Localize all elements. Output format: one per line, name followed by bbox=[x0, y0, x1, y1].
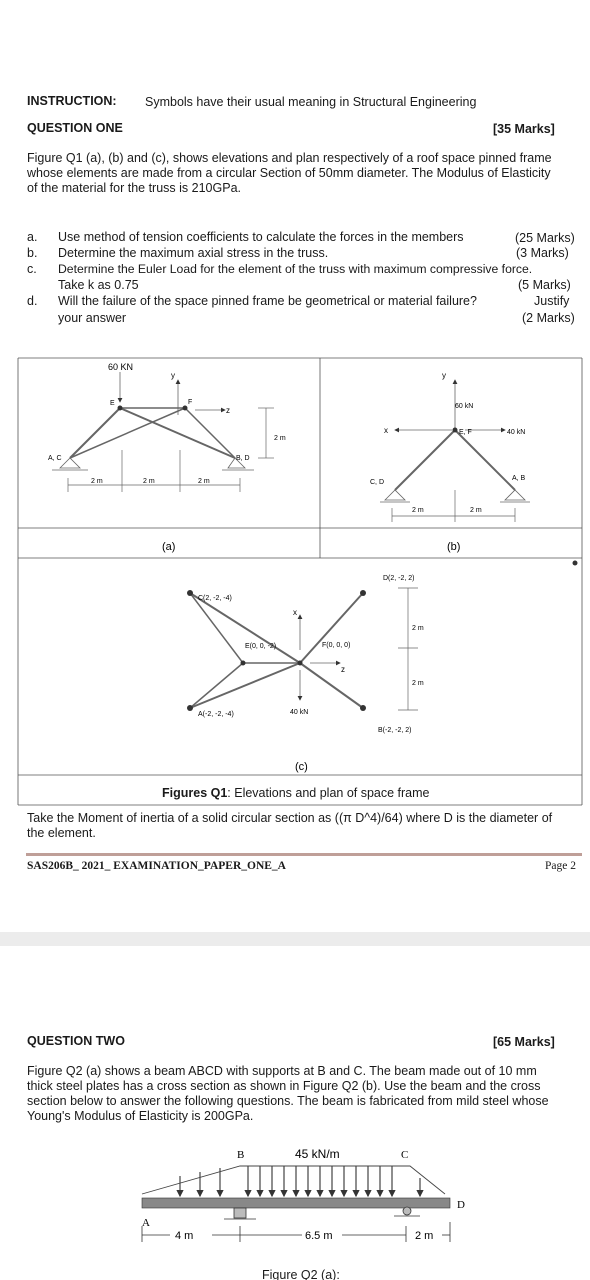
item-c-text: Determine the Euler Load for the element… bbox=[58, 262, 533, 276]
fig-c-c: C(2, -2, -4) bbox=[198, 595, 232, 602]
figure-a bbox=[52, 372, 274, 492]
fig-a-bd: B, D bbox=[236, 455, 250, 462]
fig-a-load: 60 KN bbox=[108, 362, 133, 372]
page-gap bbox=[0, 932, 590, 946]
fig-b-ef: E, F bbox=[459, 429, 472, 436]
fig-c-dim2: 2 m bbox=[412, 680, 424, 687]
fig-b-caption: (b) bbox=[447, 541, 460, 553]
fig-b-y: y bbox=[442, 371, 446, 380]
beam-label-c: C bbox=[401, 1149, 408, 1161]
fig-b-dim2: 2 m bbox=[470, 507, 482, 514]
fig-b-cd: C, D bbox=[370, 479, 384, 486]
item-b-letter: b. bbox=[27, 246, 38, 260]
beam-label-b: B bbox=[237, 1149, 244, 1161]
fig-c-b: B(-2, -2, 2) bbox=[378, 727, 411, 734]
beam-label-d: D bbox=[457, 1199, 465, 1211]
item-c-letter: c. bbox=[27, 262, 37, 276]
figures-q1-caption: Figures Q1: Elevations and plan of space… bbox=[162, 786, 430, 800]
beam-dim-6-5m: 6.5 m bbox=[305, 1230, 333, 1242]
item-a-letter: a. bbox=[27, 230, 38, 244]
figure-q2a-caption: Figure Q2 (a): bbox=[262, 1268, 340, 1280]
item-a-text: Use method of tension coefficients to ca… bbox=[58, 230, 464, 244]
footer-rule bbox=[26, 853, 582, 856]
question-one-title: QUESTION ONE bbox=[27, 121, 123, 135]
footer-page-number: Page 2 bbox=[545, 860, 576, 872]
item-c-text2: Take k as 0.75 bbox=[58, 278, 139, 292]
figure-b bbox=[380, 379, 530, 522]
question-two-marks: [65 Marks] bbox=[493, 1035, 555, 1049]
fig-a-dim1: 2 m bbox=[91, 478, 103, 485]
question-one-intro: Figure Q1 (a), (b) and (c), shows elevat… bbox=[27, 151, 552, 195]
item-c-marks: (5 Marks) bbox=[518, 278, 571, 292]
fig-b-load: 60 kN bbox=[455, 403, 473, 410]
figure-q2a-beam: B C A D 45 kN/m 4 m 6.5 m 2 m bbox=[141, 1147, 465, 1242]
item-d-justify: Justify bbox=[534, 294, 570, 308]
fig-c-z: z bbox=[341, 665, 345, 674]
figure-q1: 60 KN y E F z A, C B, D 2 m 2 m 2 m 2 m … bbox=[17, 357, 583, 806]
fig-c-caption: (c) bbox=[295, 761, 308, 773]
question-two-title: QUESTION TWO bbox=[27, 1034, 125, 1048]
instruction-label: INSTRUCTION: bbox=[27, 94, 117, 108]
fig-a-dim2: 2 m bbox=[143, 478, 155, 485]
item-d-marks: (2 Marks) bbox=[522, 311, 575, 325]
fig-b-side-load: 40 kN bbox=[507, 429, 525, 436]
beam-label-a: A bbox=[142, 1217, 150, 1229]
item-d-text: Will the failure of the space pinned fra… bbox=[58, 294, 477, 308]
fig-a-dimv: 2 m bbox=[274, 435, 286, 442]
fig-a-dim3: 2 m bbox=[198, 478, 210, 485]
item-a-marks: (25 Marks) bbox=[515, 231, 575, 245]
item-d-text2: your answer bbox=[58, 311, 127, 325]
fig-a-f: F bbox=[188, 399, 192, 406]
question-one-marks: [35 Marks] bbox=[493, 122, 555, 136]
question-two-body: Figure Q2 (a) shows a beam ABCD with sup… bbox=[27, 1064, 549, 1123]
fig-b-ab: A, B bbox=[512, 475, 526, 482]
fig-a-ac: A, C bbox=[48, 455, 62, 462]
fig-c-a: A(-2, -2, -4) bbox=[198, 711, 234, 718]
footer-left: SAS206B_ 2021_ EXAMINATION_PAPER_ONE_A bbox=[27, 860, 286, 872]
fig-c-d: D(2, -2, 2) bbox=[383, 575, 415, 582]
fig-c-load: 40 kN bbox=[290, 709, 308, 716]
beam-dim-4m: 4 m bbox=[175, 1230, 193, 1242]
fig-c-dim1: 2 m bbox=[412, 625, 424, 632]
fig-a-z: z bbox=[226, 406, 230, 415]
fig-c-f: F(0, 0, 0) bbox=[322, 642, 350, 649]
fig-a-caption: (a) bbox=[162, 541, 175, 553]
beam-dim-2m: 2 m bbox=[415, 1230, 433, 1242]
instruction-text: Symbols have their usual meaning in Stru… bbox=[145, 95, 477, 109]
fig-a-y: y bbox=[171, 371, 175, 380]
fig-c-e: E(0, 0, -2) bbox=[245, 643, 276, 650]
item-b-marks: (3 Marks) bbox=[516, 246, 569, 260]
inertia-note: Take the Moment of inertia of a solid ci… bbox=[27, 811, 553, 840]
item-d-letter: d. bbox=[27, 294, 38, 308]
fig-c-x: x bbox=[293, 608, 297, 617]
fig-b-x: x bbox=[384, 426, 388, 435]
figure-c bbox=[189, 587, 418, 711]
item-b-text: Determine the maximum axial stress in th… bbox=[58, 246, 329, 260]
beam-load: 45 kN/m bbox=[295, 1147, 340, 1161]
fig-a-e: E bbox=[110, 400, 115, 407]
fig-b-dim1: 2 m bbox=[412, 507, 424, 514]
